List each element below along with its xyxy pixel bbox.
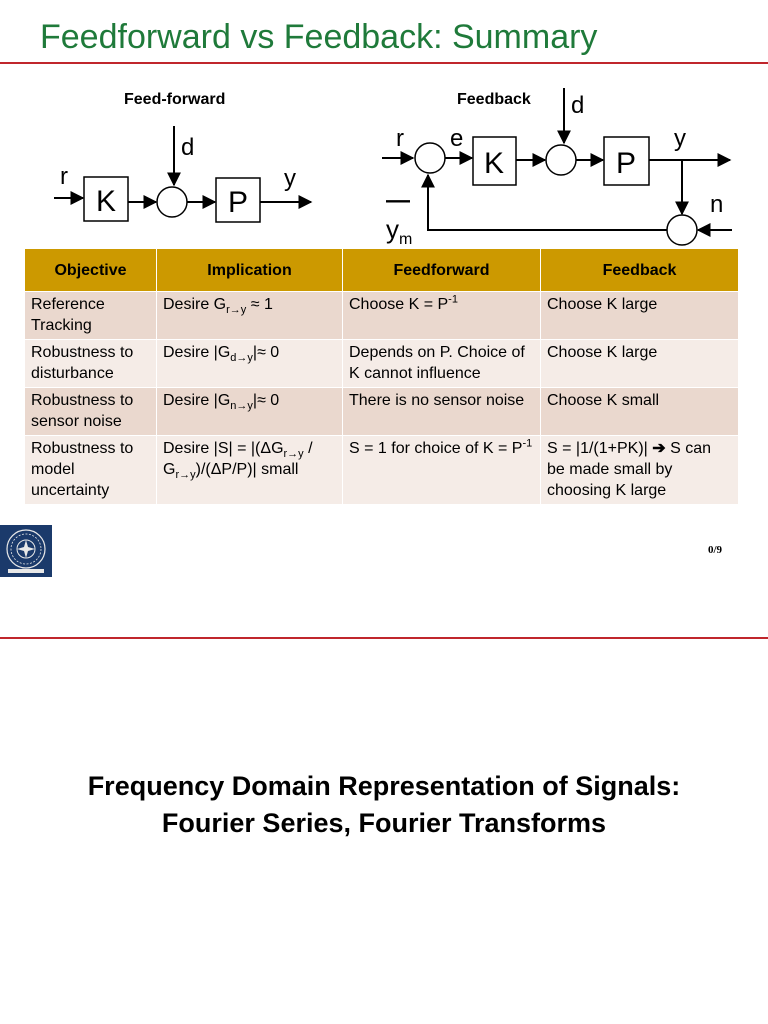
ff-signal-y: y — [284, 165, 296, 192]
ff-block-p: P — [228, 186, 248, 219]
fb-noise-junction — [666, 214, 698, 246]
cell-feedback: Choose K small — [540, 387, 739, 436]
cell-objective: Robustness to disturbance — [24, 339, 157, 388]
cell-objective: Reference Tracking — [24, 291, 157, 340]
implies-arrow-icon: ➔ — [652, 440, 666, 457]
feedforward-label: Feed-forward — [124, 91, 225, 108]
fb-signal-e: e — [450, 125, 463, 152]
header-feedforward: Feedforward — [342, 248, 541, 292]
cell-feedforward: There is no sensor noise — [342, 387, 541, 436]
cell-feedforward: S = 1 for choice of K = P-1 — [342, 435, 541, 505]
header-implication: Implication — [156, 248, 343, 292]
table-row: Reference Tracking Desire Gr→y ≈ 1 Choos… — [24, 291, 739, 340]
slide-1: Feedforward vs Feedback: Summary Feed-fo… — [0, 18, 768, 577]
cell-feedforward: Choose K = P-1 — [342, 291, 541, 340]
feedback-label: Feedback — [457, 91, 531, 108]
slide-separator — [0, 637, 768, 639]
fb-minus-sign: — — [386, 187, 410, 214]
fb-controller-block — [472, 136, 517, 186]
title-underline — [0, 62, 768, 64]
cell-feedback: Choose K large — [540, 291, 739, 340]
ff-block-k: K — [96, 185, 116, 218]
fb-signal-r: r — [396, 125, 404, 152]
fb-plant-block — [603, 136, 650, 186]
slide-title: Feedforward vs Feedback: Summary — [40, 18, 598, 56]
cell-objective: Robustness to sensor noise — [24, 387, 157, 436]
fb-disturbance-junction — [545, 144, 577, 176]
page-number: 0/9 — [707, 544, 722, 556]
fb-error-junction — [414, 142, 446, 174]
cell-implication: Desire Gr→y ≈ 1 — [156, 291, 343, 340]
table-row: Robustness to model uncertainty Desire |… — [24, 435, 739, 505]
block-diagrams: Feed-forward r K d P y Feedback r e K — [54, 88, 732, 248]
feedback-diagram: Feedback r e K d P y n — ym — [382, 88, 732, 248]
table-row: Robustness to sensor noise Desire |Gn→y|… — [24, 387, 739, 436]
cell-feedback: Choose K large — [540, 339, 739, 388]
section-title-line-2: Fourier Series, Fourier Transforms — [161, 808, 607, 838]
institute-logo-icon — [0, 525, 52, 577]
feedforward-diagram: Feed-forward r K d P y — [54, 91, 313, 223]
cell-implication: Desire |S| = |(ΔGr→y / Gr→y)/(ΔP/P)| sma… — [156, 435, 343, 505]
header-feedback: Feedback — [540, 248, 739, 292]
ff-controller-block — [83, 176, 129, 222]
summary-table: Objective Implication Feedforward Feedba… — [24, 248, 739, 505]
ff-plant-block — [215, 177, 261, 223]
ff-summing-junction — [156, 186, 188, 218]
ff-signal-r: r — [60, 163, 68, 190]
fb-signal-ym: ym — [386, 214, 412, 248]
ff-signal-d: d — [181, 134, 194, 161]
section-title-line-1: Frequency Domain Representation of Signa… — [87, 771, 681, 801]
fb-signal-y: y — [674, 125, 686, 152]
fb-signal-n: n — [710, 191, 723, 218]
fb-signal-d: d — [571, 92, 584, 119]
fb-block-p: P — [616, 147, 636, 180]
cell-feedforward: Depends on P. Choice of K cannot influen… — [342, 339, 541, 388]
cell-objective: Robustness to model uncertainty — [24, 435, 157, 505]
cell-implication: Desire |Gn→y|≈ 0 — [156, 387, 343, 436]
cell-implication: Desire |Gd→y|≈ 0 — [156, 339, 343, 388]
section-title: Frequency Domain Representation of Signa… — [0, 768, 768, 842]
slide-2: Frequency Domain Representation of Signa… — [0, 640, 768, 1024]
cell-feedback: S = |1/(1+PK)| ➔ S can be made small by … — [540, 435, 739, 505]
fb-block-k: K — [484, 147, 504, 180]
table-row: Robustness to disturbance Desire |Gd→y|≈… — [24, 339, 739, 388]
table-header-row: Objective Implication Feedforward Feedba… — [24, 248, 739, 292]
header-objective: Objective — [24, 248, 157, 292]
